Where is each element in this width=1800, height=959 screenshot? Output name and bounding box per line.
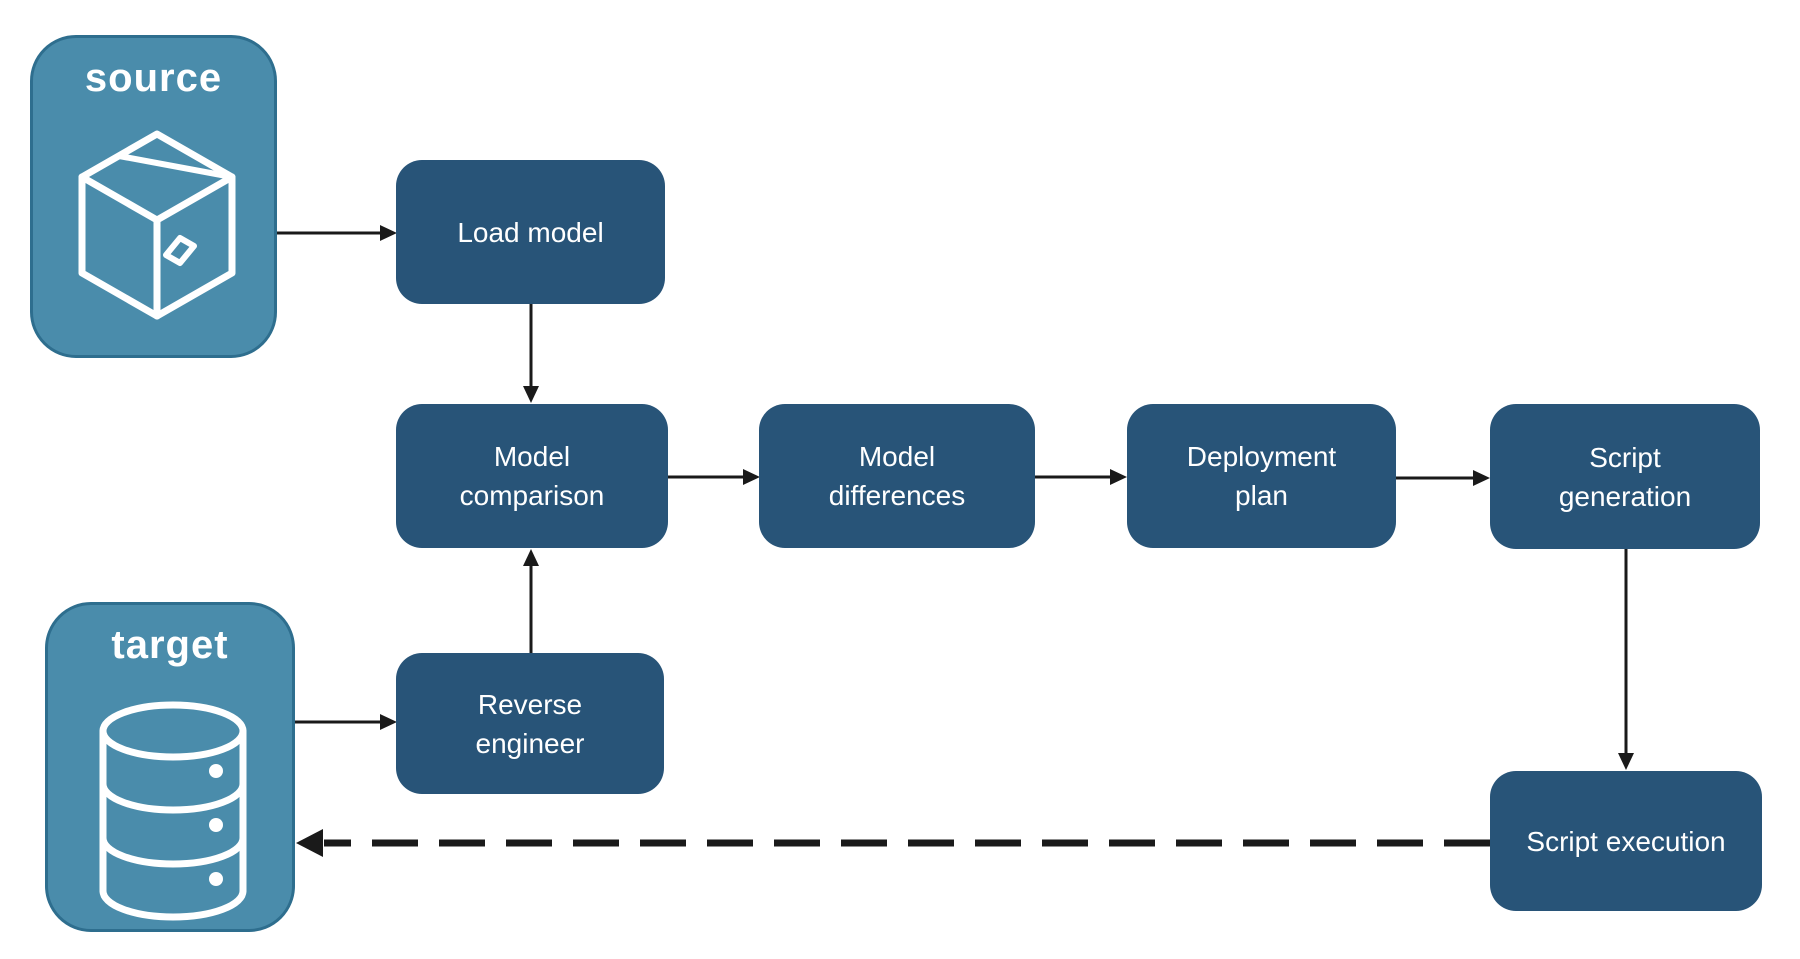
node-label: Load model (457, 216, 604, 248)
edge-script-generation-to-script-execution (1618, 549, 1634, 770)
node-load-model: Load model (396, 160, 665, 304)
node-label: Model differences (828, 441, 966, 511)
node-model-comparison: Model comparison (396, 404, 668, 548)
package-box-icon (78, 130, 236, 320)
edge-source-to-load-model (277, 225, 397, 241)
node-deployment-plan: Deployment plan (1127, 404, 1396, 548)
edge-script-execution-to-target-dashed (296, 829, 1490, 857)
node-label: Script execution (1526, 825, 1726, 857)
source-label: source (84, 56, 223, 100)
node-label: Script generation (1558, 441, 1692, 512)
edge-load-model-to-model-comparison (523, 304, 539, 403)
target-label: target (111, 623, 229, 667)
edge-model-comparison-to-model-differences (668, 469, 760, 485)
edge-reverse-engineer-to-model-comparison (523, 549, 539, 653)
node-source: source (30, 35, 277, 358)
edge-target-to-reverse-engineer (295, 714, 397, 730)
node-script-execution: Script execution (1490, 771, 1762, 911)
node-target: target (45, 602, 295, 932)
node-label: Reverse engineer (475, 688, 585, 759)
node-label: Model comparison (459, 441, 605, 511)
node-label: Deployment plan (1186, 441, 1337, 511)
node-model-differences: Model differences (759, 404, 1035, 548)
node-reverse-engineer: Reverse engineer (396, 653, 664, 794)
database-icon (99, 701, 247, 921)
edge-deployment-plan-to-script-generation (1396, 470, 1490, 486)
edge-model-differences-to-deployment-plan (1035, 469, 1127, 485)
node-script-generation: Script generation (1490, 404, 1760, 549)
